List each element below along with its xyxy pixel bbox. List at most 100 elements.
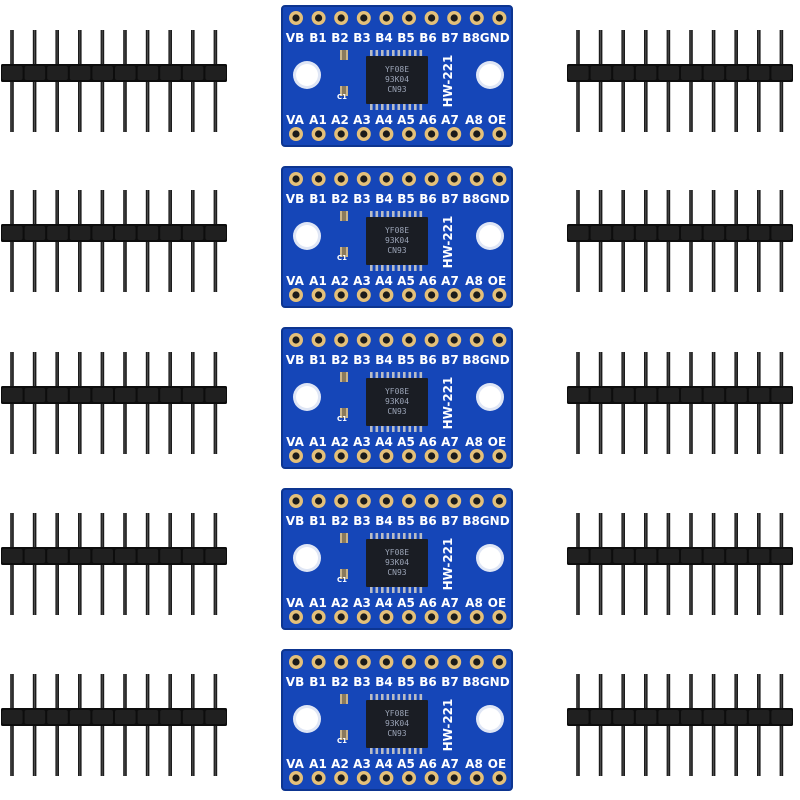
capacitor-body: [342, 50, 346, 60]
pad-hole: [428, 14, 436, 22]
chip-lead: [375, 372, 379, 380]
chip-lead: [403, 102, 406, 110]
pad-hole: [292, 14, 300, 22]
chip-lead: [392, 102, 395, 110]
pad-hole: [495, 291, 503, 299]
pin-header-strip: [567, 190, 793, 292]
pin-label-top: B3: [353, 675, 371, 689]
model-label: HW-221: [441, 216, 455, 269]
chip-lead: [397, 424, 401, 432]
header-segment: [568, 226, 589, 240]
model-label: HW-221: [441, 55, 455, 108]
pin-label-bottom: A4: [375, 274, 393, 288]
pin-label-top: B6: [419, 675, 437, 689]
ic-chip: [366, 217, 428, 265]
header-segment: [568, 66, 589, 80]
pad-hole: [450, 774, 458, 782]
pin-label-top: B4: [375, 353, 393, 367]
chip-lead: [392, 211, 395, 219]
pad-hole: [473, 175, 481, 183]
chip-marking: 93K04: [385, 236, 409, 245]
pad-hole: [428, 497, 436, 505]
header-segment: [69, 66, 91, 80]
pin-label-bottom: A4: [375, 757, 393, 771]
pin-label-bottom: VA: [286, 274, 304, 288]
pin-label-bottom: A7: [441, 113, 459, 127]
chip-lead: [386, 424, 390, 432]
pin-label-top: B5: [397, 192, 415, 206]
pad-hole: [337, 497, 345, 505]
pad-hole: [315, 336, 323, 344]
chip-lead: [419, 533, 423, 541]
pin-label-top: B4: [375, 192, 393, 206]
pin-label-bottom: VA: [286, 435, 304, 449]
pin-header-strip: [1, 30, 227, 132]
pad-hole: [382, 774, 390, 782]
pin-label-bottom: A1: [309, 757, 327, 771]
chip-lead: [403, 424, 406, 432]
pad-hole: [315, 291, 323, 299]
pin-label-top: B1: [309, 353, 327, 367]
chip-lead: [381, 102, 384, 110]
chip-marking: CN93: [387, 407, 406, 416]
model-label: HW-221: [441, 377, 455, 430]
pad-hole: [428, 175, 436, 183]
pad-hole: [337, 774, 345, 782]
header-segment: [613, 710, 634, 724]
chip-lead: [392, 372, 395, 380]
header-segment: [613, 549, 634, 563]
chip-lead: [419, 263, 423, 271]
chip-marking: CN93: [387, 246, 406, 255]
mounting-hole-center: [296, 386, 318, 408]
pin-label-top: VB: [286, 353, 304, 367]
header-segment: [568, 549, 589, 563]
pad-hole: [360, 452, 368, 460]
chip-lead: [419, 694, 423, 702]
chip-lead: [408, 102, 412, 110]
pin-label-top: B3: [353, 514, 371, 528]
chip-lead: [392, 50, 395, 58]
header-segment: [658, 549, 679, 563]
pad-hole: [473, 130, 481, 138]
chip-lead: [403, 50, 406, 58]
pin-label-bottom: A2: [331, 596, 349, 610]
pin-label-bottom: A5: [397, 274, 415, 288]
chip-marking: YF08E: [385, 387, 409, 396]
mounting-hole-center: [296, 708, 318, 730]
pin-label-bottom: A8: [465, 596, 483, 610]
chip-lead: [419, 372, 423, 380]
pad-hole: [495, 175, 503, 183]
capacitor-label: C1: [337, 737, 347, 745]
header-segment: [748, 710, 770, 724]
pad-hole: [450, 14, 458, 22]
pin-label-top: B4: [375, 31, 393, 45]
header-segment: [726, 226, 747, 240]
header-segment: [182, 226, 204, 240]
header-segment: [137, 226, 159, 240]
header-segment: [2, 710, 23, 724]
chip-lead: [419, 102, 423, 110]
pin-header-strip: [567, 513, 793, 615]
pad-hole: [495, 497, 503, 505]
pad-hole: [450, 336, 458, 344]
pad-hole: [405, 497, 413, 505]
header-segment: [703, 710, 725, 724]
ic-chip: [366, 56, 428, 104]
header-segment: [681, 549, 702, 563]
pin-label-bottom: A8: [465, 435, 483, 449]
pad-hole: [473, 658, 481, 666]
pad-hole: [315, 14, 323, 22]
pin-label-top: B7: [441, 514, 459, 528]
pin-label-top: B8GND: [462, 353, 509, 367]
header-segment: [771, 226, 792, 240]
pad-hole: [382, 14, 390, 22]
chip-lead: [403, 211, 406, 219]
pad-hole: [495, 130, 503, 138]
pad-hole: [315, 130, 323, 138]
pad-hole: [450, 175, 458, 183]
pad-hole: [450, 497, 458, 505]
